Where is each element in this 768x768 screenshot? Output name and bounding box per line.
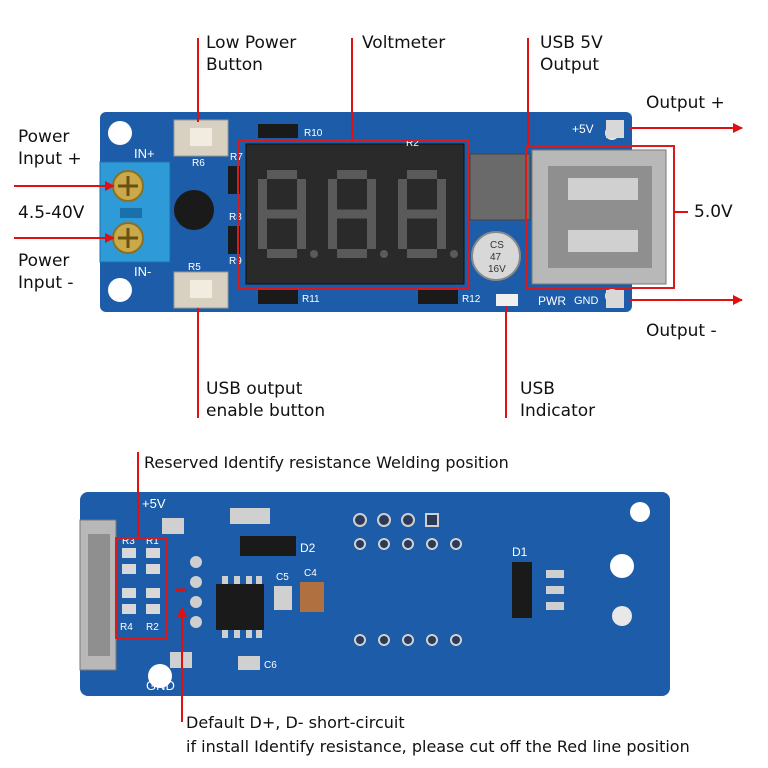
bottom-pcb (80, 492, 670, 696)
screw-terminal (99, 161, 171, 263)
mount-hole (108, 278, 132, 302)
usb-enable-button-part (173, 271, 229, 309)
plus5v-pad (606, 120, 624, 138)
cap-c5 (274, 586, 292, 610)
display-digits (258, 170, 458, 258)
capacitor (471, 231, 521, 281)
label-output-voltage: 5.0V (694, 202, 733, 222)
silk-in-plus: IN+ (134, 146, 155, 161)
silk-b-c6: C6 (264, 660, 277, 671)
segment-2-2 (367, 179, 376, 214)
silk-b-d1: D1 (512, 545, 528, 559)
segment-2-1 (337, 170, 367, 179)
bottom-callout-lines (137, 452, 187, 722)
usb-port-top (531, 149, 667, 285)
silk-r2: R2 (406, 138, 419, 149)
silk-r7: R7 (230, 152, 243, 163)
led-display (245, 143, 465, 285)
silk-r9: R9 (229, 256, 242, 267)
reserved-resistor-box (115, 537, 167, 639)
silk-b-gnd: GND (146, 678, 175, 693)
cap-16v: 16V (488, 264, 506, 275)
top-board: IN+ IN- +5V GND PWR R10 R11 R12 R5 R6 R7… (99, 112, 667, 312)
segment-2-4 (337, 249, 367, 258)
label-install-note: if install Identify resistance, please c… (186, 737, 690, 756)
transistor (174, 190, 214, 230)
label-default-short: Default D+, D- short-circuit (186, 713, 405, 732)
silk-b-r1: R1 (146, 536, 159, 547)
silk-b-c5: C5 (276, 572, 289, 583)
ic-chip (216, 584, 264, 630)
label-usb-output-enable: USB output enable button (206, 379, 326, 421)
diode-d1 (512, 562, 532, 618)
silk-r11: R11 (302, 294, 320, 305)
label-power-input-plus: Power Input + (18, 127, 82, 169)
segment-2-6 (328, 179, 337, 214)
segment-1-1 (267, 170, 297, 179)
bottom-board: +5V GND D1 D2 C4 C5 C6 R1 R2 R3 R4 (79, 492, 670, 696)
silk-b-c4: C4 (304, 568, 317, 579)
usb-output-box (525, 145, 675, 289)
low-power-button-part (173, 119, 229, 157)
header-pads (353, 513, 462, 646)
silk-plus5v: +5V (572, 122, 594, 136)
segment-1-4 (267, 249, 297, 258)
segment-1-6 (258, 179, 267, 214)
silk-in-minus: IN- (134, 264, 151, 279)
decimal-point-3 (450, 250, 458, 258)
segment-2-7 (337, 209, 367, 219)
segment-1-2 (297, 179, 306, 214)
segment-3-7 (407, 209, 437, 219)
top-callout-lines (14, 38, 743, 418)
segment-2-5 (328, 214, 337, 249)
diode-d2 (240, 536, 296, 556)
silk-r10: R10 (304, 128, 323, 139)
label-voltage-range: 4.5-40V (18, 203, 85, 223)
silk-pwr: PWR (538, 294, 566, 308)
cap-c4 (300, 582, 324, 612)
segment-1-5 (258, 214, 267, 249)
silk-b-r4: R4 (120, 622, 133, 633)
segment-1-3 (297, 214, 306, 249)
silk-r6: R6 (192, 158, 205, 169)
cap-cs: CS (490, 240, 504, 251)
cap-47: 47 (490, 252, 502, 263)
label-voltmeter: Voltmeter (362, 33, 446, 53)
label-output-plus: Output + (646, 93, 725, 113)
segment-3-2 (437, 179, 446, 214)
silk-r12: R12 (462, 294, 481, 305)
cap-c6 (238, 656, 260, 670)
silk-b-r2: R2 (146, 622, 159, 633)
silk-r8: R8 (229, 212, 242, 223)
gnd-pad (606, 290, 624, 308)
label-usb-indicator: USB Indicator (520, 379, 596, 421)
mount-hole (108, 121, 132, 145)
usb-indicator-led (496, 294, 518, 306)
label-low-power-button: Low Power Button (206, 33, 297, 75)
label-reserved: Reserved Identify resistance Welding pos… (144, 453, 509, 472)
silk-b-r3: R3 (122, 536, 135, 547)
segment-3-1 (407, 170, 437, 179)
silk-b-d2: D2 (300, 541, 316, 555)
silk-gnd: GND (574, 295, 599, 307)
label-usb-5v-output: USB 5V Output (540, 33, 603, 75)
label-power-input-minus: Power Input - (18, 251, 74, 293)
segment-1-7 (267, 209, 297, 219)
decimal-point-1 (310, 250, 318, 258)
segment-2-3 (367, 214, 376, 249)
segment-3-5 (398, 214, 407, 249)
segment-3-6 (398, 179, 407, 214)
silk-r5: R5 (188, 262, 201, 273)
segment-3-3 (437, 214, 446, 249)
decimal-point-2 (380, 250, 388, 258)
label-output-minus: Output - (646, 321, 717, 341)
segment-3-4 (407, 249, 437, 258)
silk-b-plus5v: +5V (142, 496, 166, 511)
inductor (469, 153, 531, 221)
reserved-pads (122, 548, 160, 614)
